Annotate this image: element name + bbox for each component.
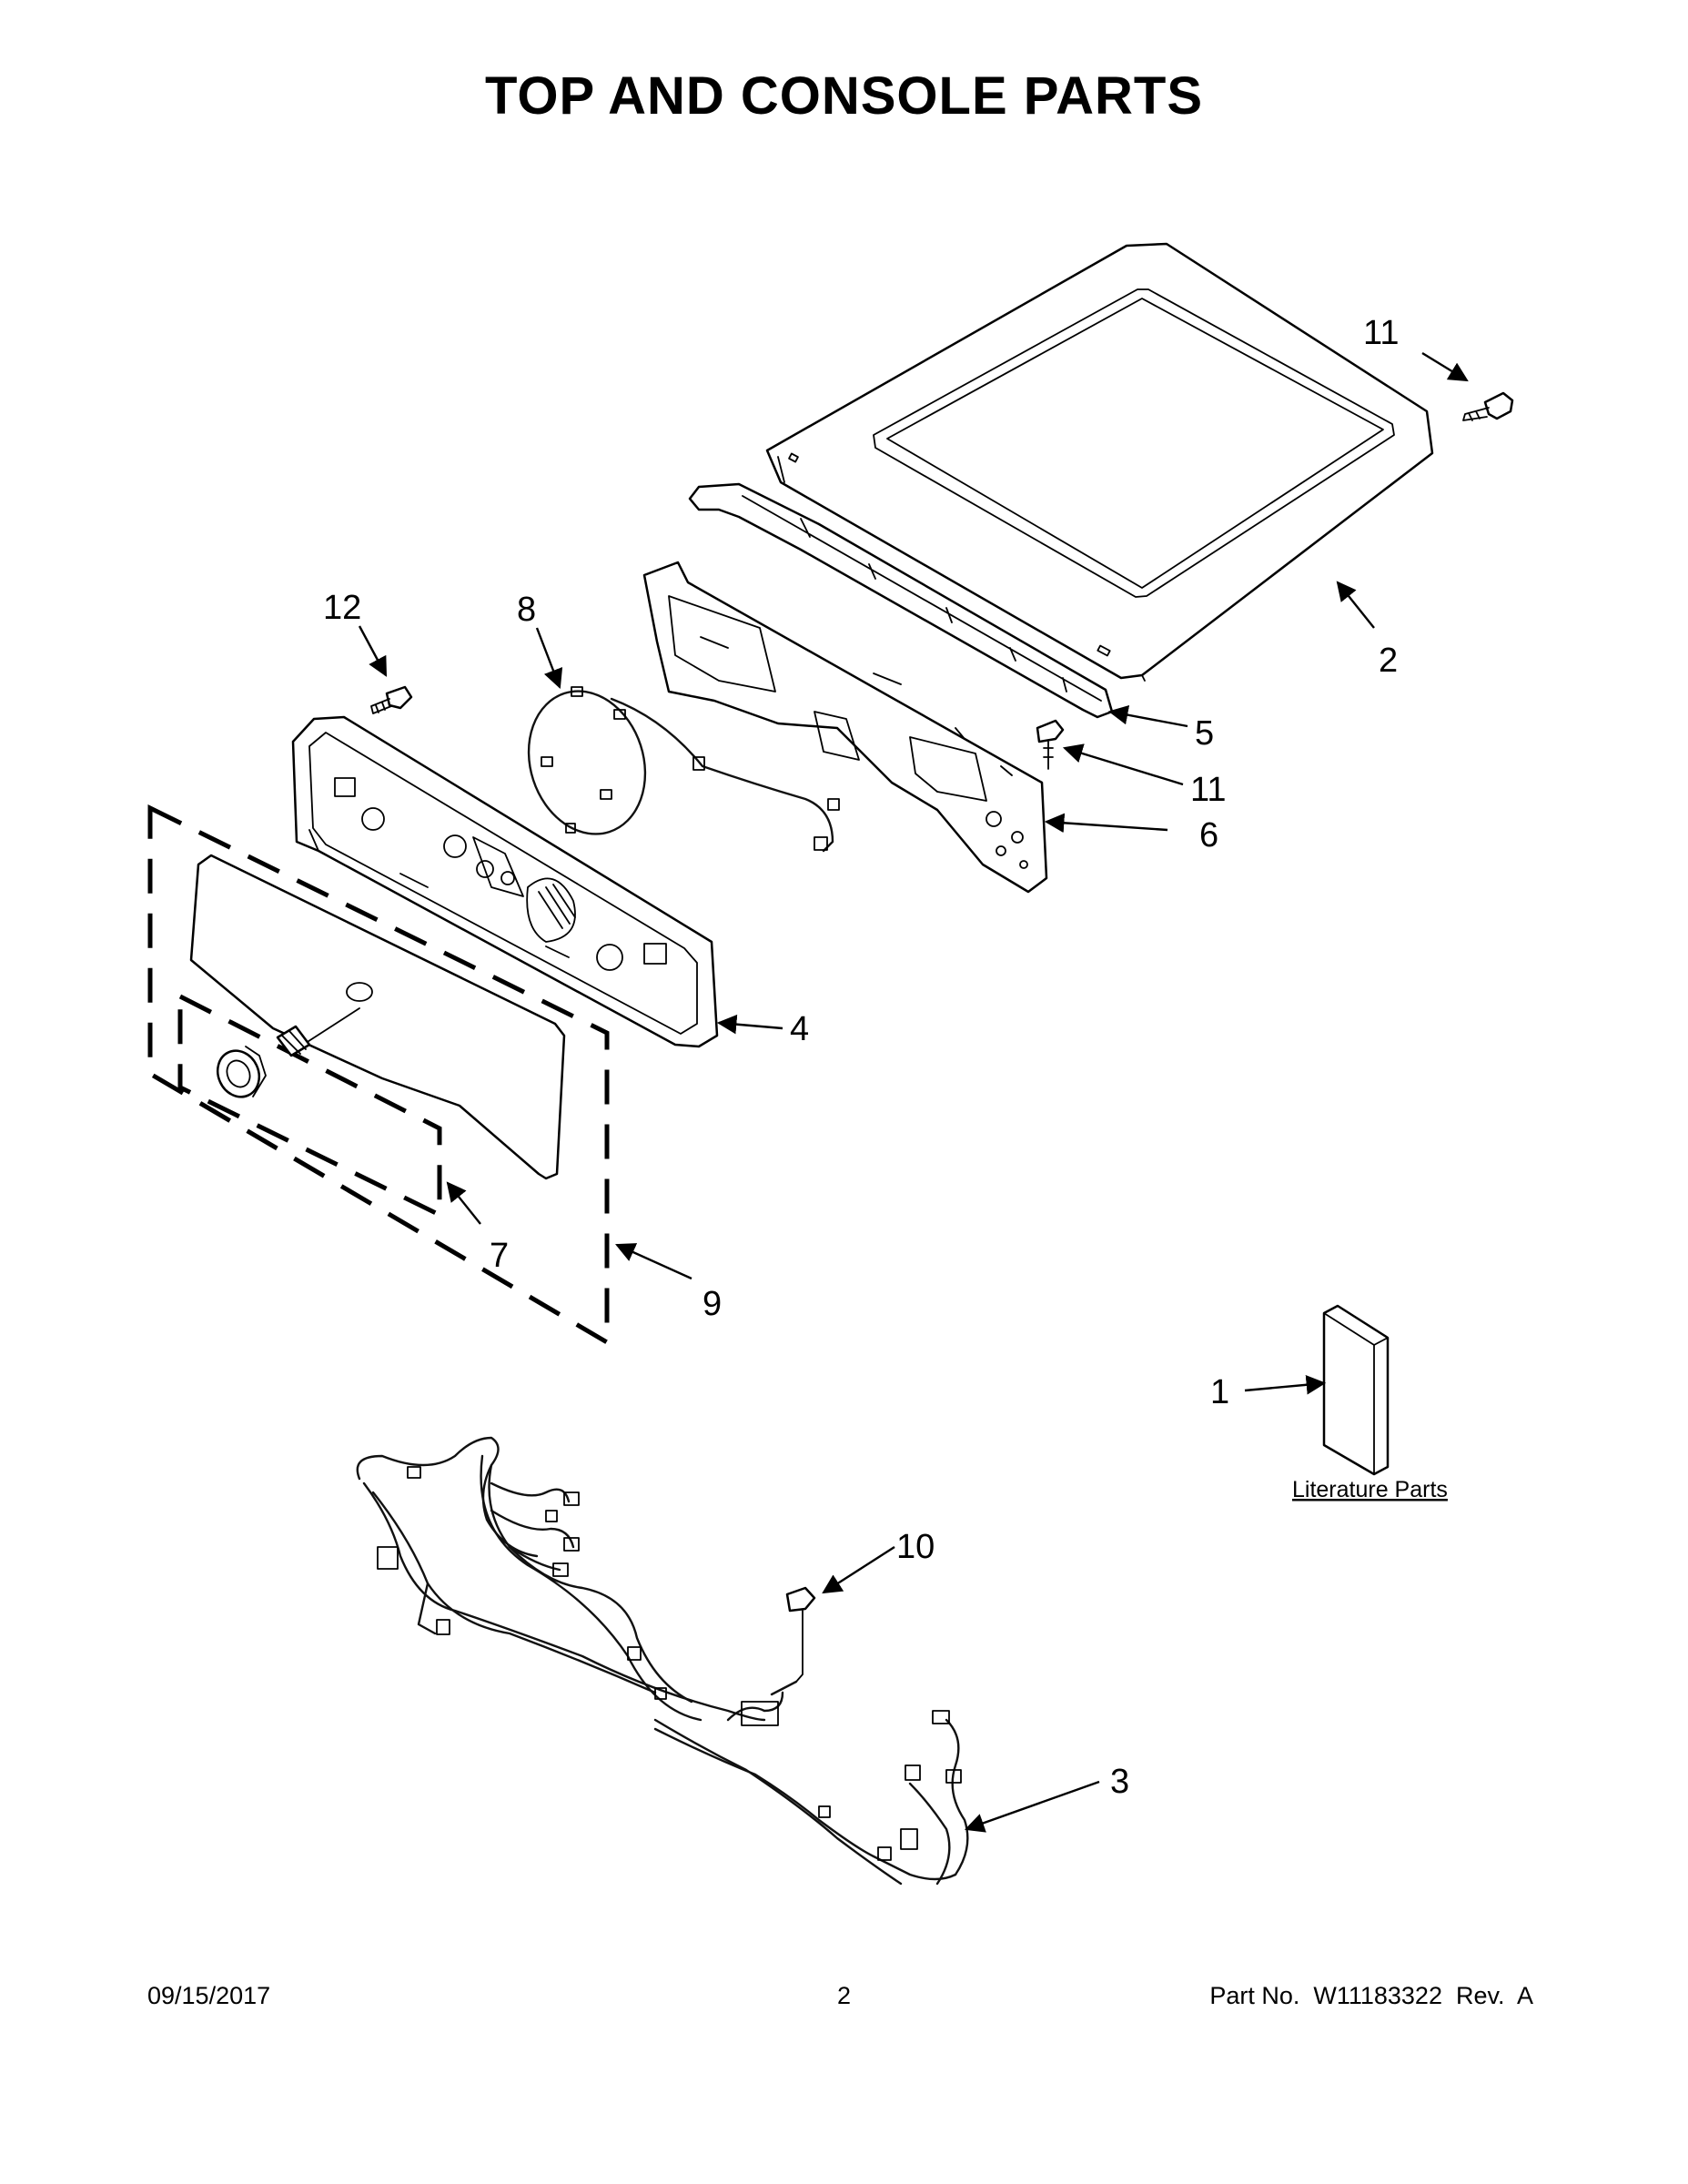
arrow-4 xyxy=(716,1014,783,1035)
arrow-1 xyxy=(1244,1375,1327,1395)
arrow-12 xyxy=(358,625,388,677)
screw-part-console xyxy=(1036,719,1065,770)
callout-10: 10 xyxy=(896,1528,935,1566)
main-wire-harness-part xyxy=(356,1436,969,1886)
callout-5: 5 xyxy=(1195,714,1214,753)
control-panel-assembly-outline xyxy=(147,804,610,1347)
callout-4: 4 xyxy=(790,1010,809,1048)
top-panel-part xyxy=(765,242,1434,682)
arrow-6 xyxy=(1044,813,1168,834)
ground-screw-part-10 xyxy=(770,1586,816,1696)
control-panel-overlay-part xyxy=(189,854,566,1180)
arrow-8 xyxy=(535,627,563,690)
callout-12: 12 xyxy=(323,589,361,627)
arrow-2 xyxy=(1336,581,1375,629)
page-title: TOP AND CONSOLE PARTS xyxy=(484,66,1204,126)
arrow-3 xyxy=(964,1780,1100,1833)
callout-8: 8 xyxy=(517,591,536,629)
literature-book-part xyxy=(1322,1304,1390,1476)
callout-arrows xyxy=(358,351,1469,1833)
footer-part-number: Part No. W11183322 Rev. A xyxy=(1209,1982,1533,2009)
screw-part-top xyxy=(1462,391,1514,421)
arrow-11-mid xyxy=(1062,743,1184,786)
callout-3: 3 xyxy=(1110,1763,1129,1801)
callout-9: 9 xyxy=(702,1285,722,1323)
footer-page-number: 2 xyxy=(836,1982,852,2009)
arrow-10 xyxy=(822,1545,895,1594)
callout-11-mid: 11 xyxy=(1190,771,1226,809)
console-part xyxy=(291,715,719,1048)
arrow-5 xyxy=(1107,704,1188,728)
callout-11-top: 11 xyxy=(1363,314,1399,352)
console-rear-panel-part xyxy=(642,561,1048,894)
arrow-11-top xyxy=(1421,351,1469,382)
knob-part xyxy=(216,1007,360,1098)
callout-2: 2 xyxy=(1379,642,1398,680)
arrow-7 xyxy=(446,1181,481,1225)
screw-part-12 xyxy=(370,685,413,714)
arrow-9 xyxy=(615,1243,692,1280)
footer-date: 09/15/2017 xyxy=(147,1982,271,2009)
callout-6: 6 xyxy=(1199,816,1218,854)
literature-parts-label: Literature Parts xyxy=(1292,1477,1448,1502)
bracket-rail-part xyxy=(688,482,1114,719)
knob-assembly-outline xyxy=(177,992,442,1219)
callout-7: 7 xyxy=(490,1237,509,1275)
sensor-harness-part xyxy=(527,686,840,853)
callout-1: 1 xyxy=(1210,1373,1229,1411)
